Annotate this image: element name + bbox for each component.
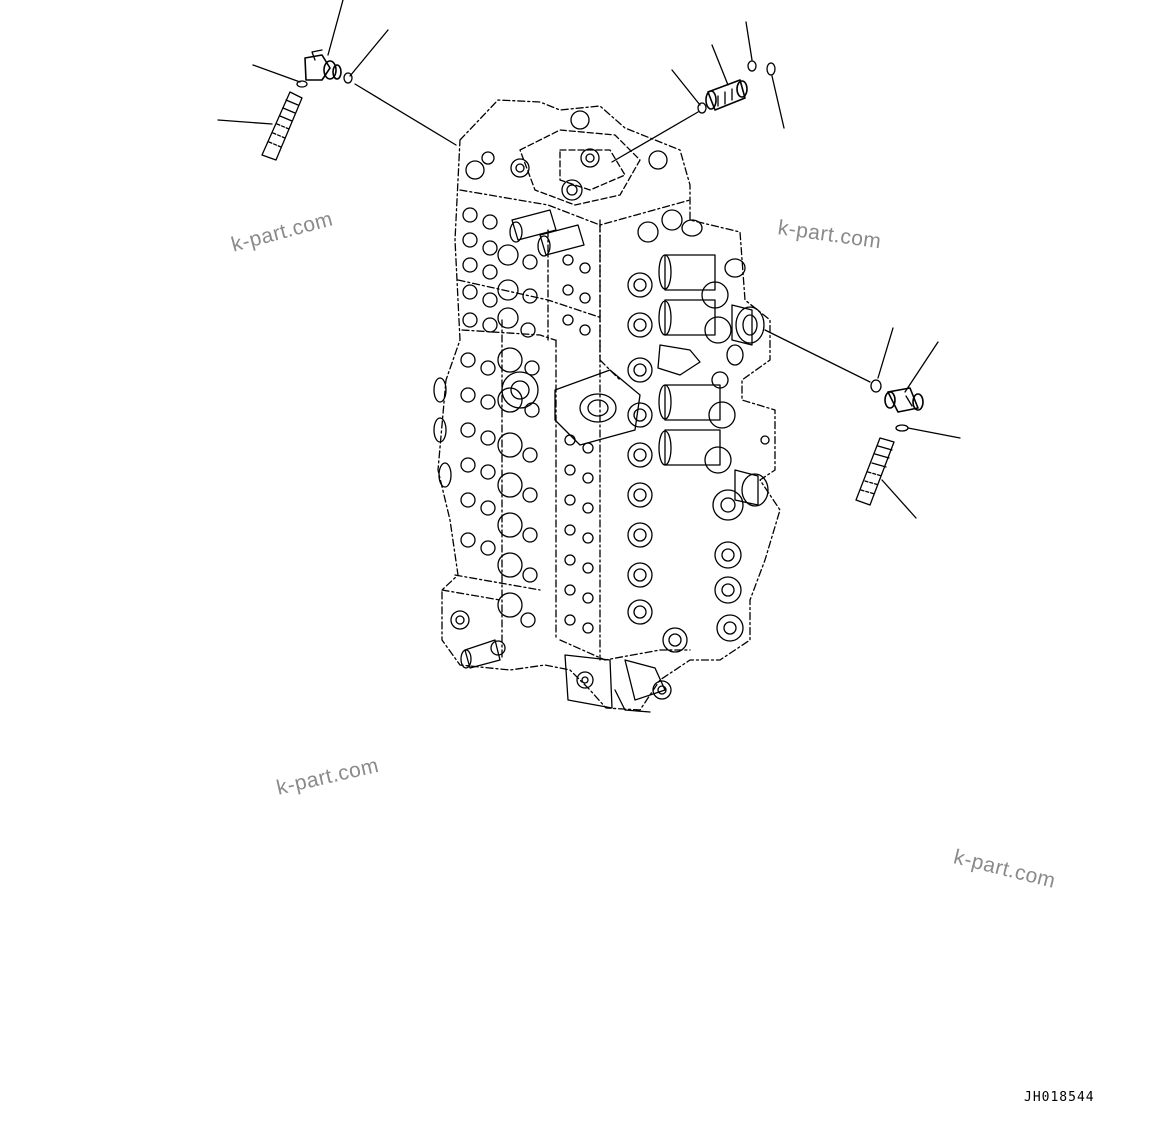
left-side-fittings [433,377,506,669]
exploded-part-upper-middle [611,21,785,163]
middle-column-ports [562,254,594,634]
right-upper-fittings [637,209,769,507]
central-flange [501,369,641,446]
left-column-plugs [497,244,540,628]
solenoid-cylinders [658,254,770,642]
top-cover-block [465,110,668,206]
drawing-id-label: JH018544 [1024,1090,1095,1105]
exploded-part-right [764,327,961,519]
upper-left-fittings [509,209,585,257]
left-face-ports [460,207,498,556]
right-column-caps [627,272,688,653]
exploded-part-upper-left [217,0,457,161]
bottom-block [564,654,672,713]
valve-body-outline [437,99,781,711]
